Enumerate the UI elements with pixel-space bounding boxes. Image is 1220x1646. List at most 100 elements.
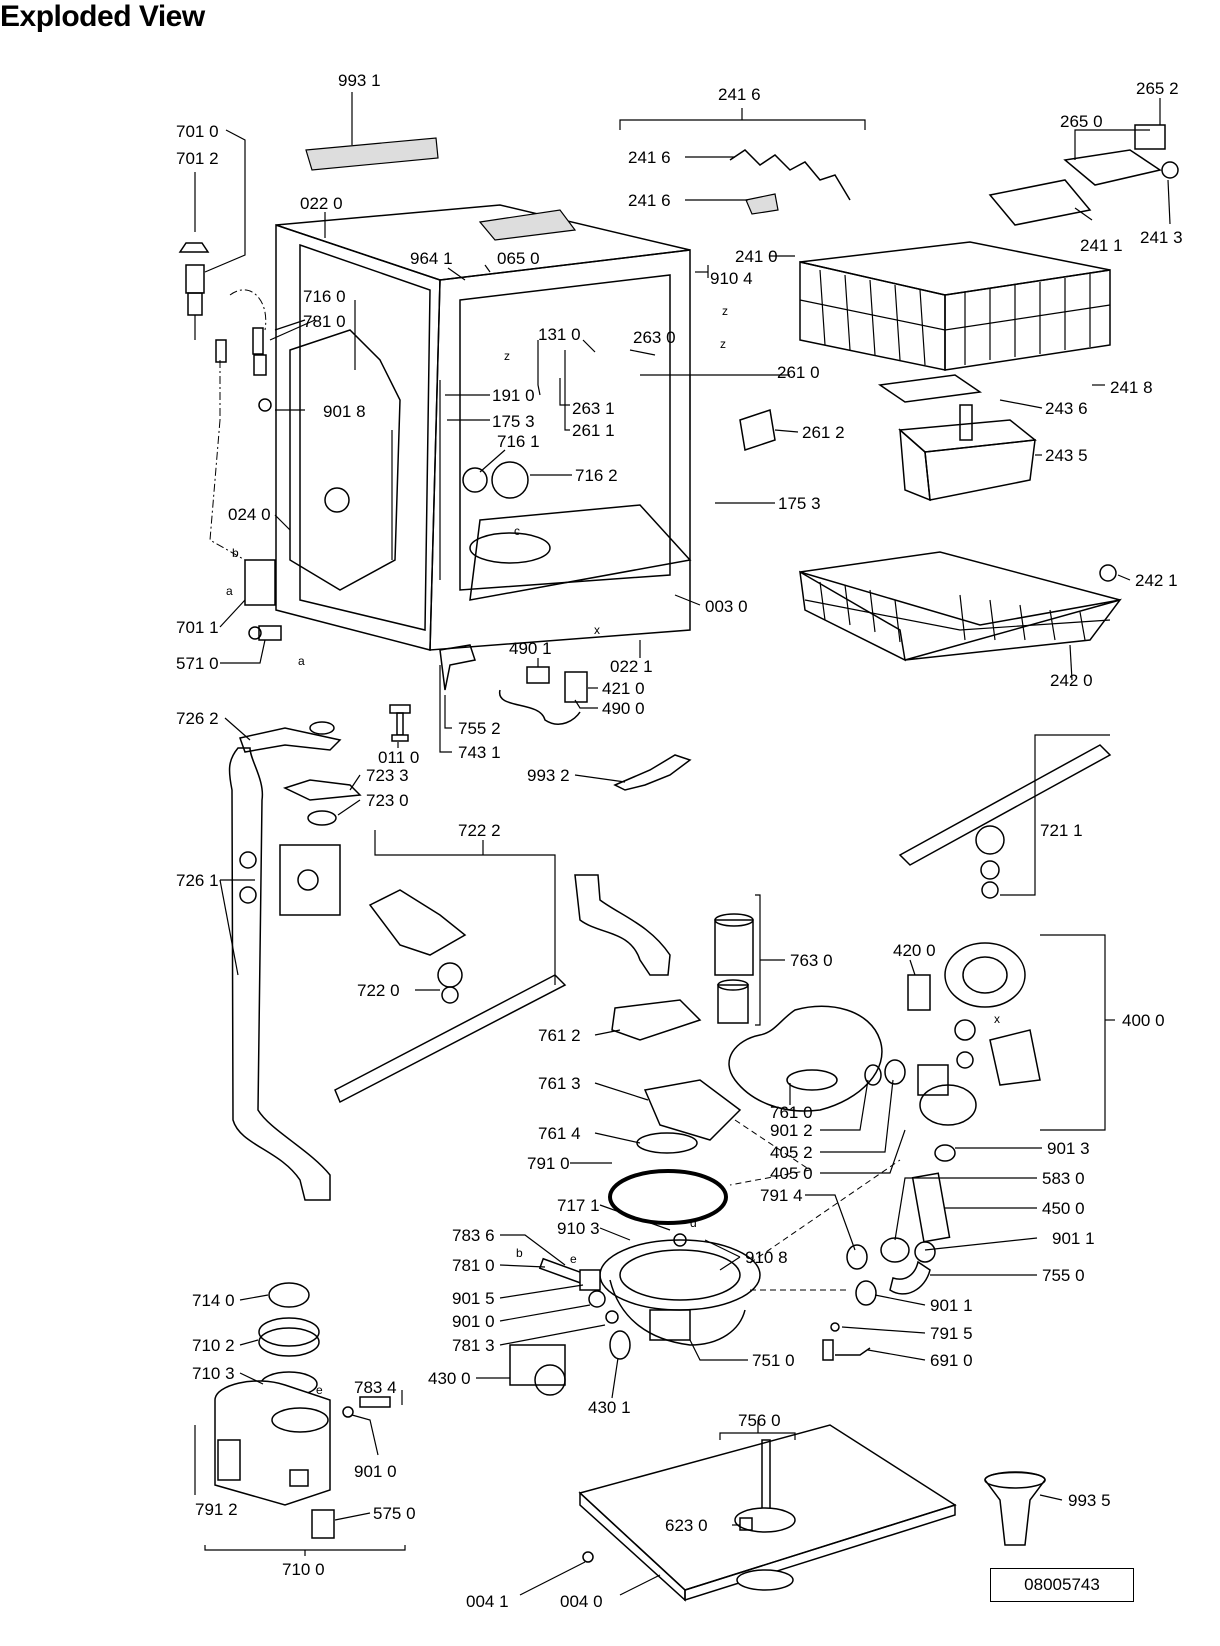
label-716-0: 716 0 bbox=[303, 287, 346, 306]
seal-ring-2-part bbox=[846, 1244, 868, 1270]
label-691-0: 691 0 bbox=[930, 1351, 973, 1370]
label-714-0: 714 0 bbox=[192, 1291, 235, 1310]
label-781-3: 781 3 bbox=[452, 1336, 495, 1355]
label-723-3: 723 3 bbox=[366, 766, 409, 785]
marker-a-upper: a bbox=[226, 584, 233, 598]
label-261-2: 261 2 bbox=[802, 423, 845, 442]
spray-head-part bbox=[282, 779, 362, 801]
cutlery-basket-part bbox=[898, 404, 1037, 502]
label-490-1: 490 1 bbox=[509, 639, 552, 658]
connector-part bbox=[564, 671, 588, 703]
label-420-0: 420 0 bbox=[893, 941, 936, 960]
label-263-1: 263 1 bbox=[572, 399, 615, 418]
label-261-0: 261 0 bbox=[777, 363, 820, 382]
seal-ring-part bbox=[880, 1237, 910, 1263]
screw-part bbox=[389, 704, 411, 742]
marker-e-lower: e bbox=[316, 1383, 323, 1397]
label-400-0: 400 0 bbox=[1122, 1011, 1165, 1030]
valve-block-part bbox=[244, 559, 276, 606]
inlet-pipe-part bbox=[574, 874, 671, 976]
label-175-3-left: 175 3 bbox=[492, 412, 535, 431]
label-243-5: 243 5 bbox=[1045, 446, 1088, 465]
label-763-0: 763 0 bbox=[790, 951, 833, 970]
label-755-2: 755 2 bbox=[458, 719, 501, 738]
label-065-0: 065 0 bbox=[497, 249, 540, 268]
distributor-part bbox=[279, 844, 341, 916]
label-241-1: 241 1 bbox=[1080, 236, 1123, 255]
base-plate-part bbox=[578, 1424, 957, 1602]
clamp-part bbox=[439, 644, 476, 691]
label-901-1-lower: 901 1 bbox=[930, 1296, 973, 1315]
leader-lines bbox=[194, 92, 1171, 1596]
bracket-part bbox=[739, 409, 776, 451]
label-241-3: 241 3 bbox=[1140, 228, 1183, 247]
label-716-1: 716 1 bbox=[497, 432, 540, 451]
label-701-2: 701 2 bbox=[176, 149, 219, 168]
label-022-0: 022 0 bbox=[300, 194, 343, 213]
label-781-0-top: 781 0 bbox=[303, 312, 346, 331]
small-gasket-part bbox=[830, 1322, 840, 1332]
connection-markers: z z z c x b a a x d e b e bbox=[226, 304, 1000, 1397]
label-901-0-lower: 901 0 bbox=[354, 1462, 397, 1481]
tub-frame-part bbox=[275, 204, 692, 651]
drain-pump-rotor-part bbox=[534, 1364, 566, 1396]
label-022-1: 022 1 bbox=[610, 657, 653, 676]
marker-b-lower: b bbox=[516, 1246, 523, 1260]
grid-insert-part bbox=[877, 374, 983, 403]
label-175-3-right: 175 3 bbox=[778, 494, 821, 513]
label-241-8: 241 8 bbox=[1110, 378, 1153, 397]
label-241-6-b: 241 6 bbox=[628, 191, 671, 210]
pump-seal-part bbox=[609, 1330, 631, 1360]
label-405-0: 405 0 bbox=[770, 1164, 813, 1183]
label-575-0: 575 0 bbox=[373, 1504, 416, 1523]
label-583-0: 583 0 bbox=[1042, 1169, 1085, 1188]
sensor-575-part bbox=[311, 1509, 335, 1539]
rail-clip-part bbox=[745, 193, 779, 215]
label-791-2: 791 2 bbox=[195, 1500, 238, 1519]
screw-small-part bbox=[582, 1551, 594, 1563]
lower-basket-part bbox=[799, 551, 1122, 662]
cup-shelf-clip-part bbox=[1134, 124, 1166, 150]
label-751-0: 751 0 bbox=[752, 1351, 795, 1370]
label-701-1: 701 1 bbox=[176, 618, 219, 637]
label-241-6-top: 241 6 bbox=[718, 85, 761, 104]
heater-ring-part bbox=[914, 1241, 936, 1263]
page-title: Exploded View bbox=[0, 0, 205, 33]
sump-part bbox=[599, 1233, 761, 1346]
label-265-0: 265 0 bbox=[1060, 112, 1103, 131]
funnel-part bbox=[984, 1471, 1046, 1546]
label-131-0: 131 0 bbox=[538, 325, 581, 344]
clamp-ring-small-part bbox=[934, 1144, 956, 1162]
clip-ring-part bbox=[1161, 161, 1179, 179]
filter-part bbox=[714, 913, 754, 1024]
clamp-small-part bbox=[588, 1290, 606, 1308]
label-755-0: 755 0 bbox=[1042, 1266, 1085, 1285]
label-722-0: 722 0 bbox=[357, 981, 400, 1000]
label-265-2: 265 2 bbox=[1136, 79, 1179, 98]
label-726-1: 726 1 bbox=[176, 871, 219, 890]
label-783-6: 783 6 bbox=[452, 1226, 495, 1245]
upper-basket-part bbox=[799, 241, 1111, 371]
valve-part bbox=[248, 625, 282, 641]
label-761-4: 761 4 bbox=[538, 1124, 581, 1143]
label-743-1: 743 1 bbox=[458, 743, 501, 762]
marker-a-lower: a bbox=[298, 654, 305, 668]
clamp-ring-part bbox=[864, 1064, 882, 1086]
label-004-1: 004 1 bbox=[466, 1592, 509, 1611]
label-791-0: 791 0 bbox=[527, 1154, 570, 1173]
label-781-0-lower: 781 0 bbox=[452, 1256, 495, 1275]
label-964-1: 964 1 bbox=[410, 249, 453, 268]
label-761-2: 761 2 bbox=[538, 1026, 581, 1045]
lower-spray-arm-part bbox=[334, 889, 567, 1104]
valve-seat-part bbox=[579, 1269, 601, 1291]
label-901-8: 901 8 bbox=[323, 402, 366, 421]
label-242-0: 242 0 bbox=[1050, 671, 1093, 690]
conduit-top-part bbox=[239, 727, 342, 753]
marker-e-upper: e bbox=[570, 1252, 577, 1266]
label-721-1: 721 1 bbox=[1040, 821, 1083, 840]
salt-container-part bbox=[214, 1282, 331, 1506]
label-791-4: 791 4 bbox=[760, 1186, 803, 1205]
upper-spray-arm-part bbox=[898, 744, 1112, 899]
top-strip-part bbox=[305, 137, 439, 171]
